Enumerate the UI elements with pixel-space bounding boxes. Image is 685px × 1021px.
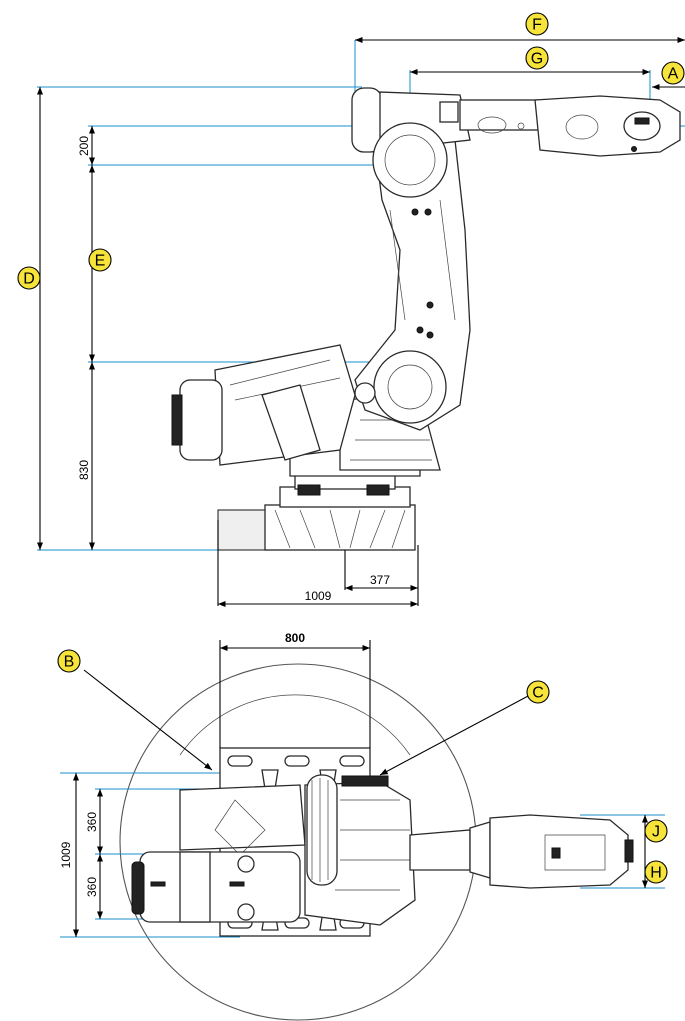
- side-view: 200 830 377 1009 F G A D E: [17, 12, 685, 608]
- dim-1009-top-label: 1009: [59, 841, 73, 868]
- arm-top: [409, 814, 634, 889]
- svg-text:D: D: [23, 271, 35, 288]
- dimension-lines-top: [72, 640, 649, 937]
- svg-text:G: G: [531, 51, 543, 68]
- motor-cylinder-top: [131, 851, 301, 923]
- svg-text:F: F: [532, 17, 542, 34]
- dim-830-label: 830: [77, 460, 91, 480]
- motor-housing-side: [171, 344, 376, 466]
- callout-b: B: [57, 649, 81, 673]
- top-view: 800 1009 360 360 B C J H: [57, 631, 668, 1021]
- lower-arm-side: [354, 139, 471, 431]
- svg-text:A: A: [668, 66, 679, 83]
- svg-text:J: J: [652, 824, 660, 841]
- svg-text:E: E: [95, 253, 106, 270]
- dim-1009-side-label: 1009: [305, 589, 332, 603]
- callout-e: E: [88, 248, 112, 272]
- callout-g: G: [525, 46, 549, 70]
- svg-text:H: H: [650, 865, 662, 882]
- robot-body-top: [179, 774, 416, 926]
- svg-text:C: C: [532, 685, 544, 702]
- svg-text:B: B: [64, 654, 75, 671]
- dim-200-label: 200: [77, 136, 91, 156]
- callout-f: F: [525, 12, 549, 36]
- callout-j: J: [644, 819, 668, 843]
- callout-c: C: [526, 680, 550, 704]
- dim-360-upper-label: 360: [85, 812, 99, 832]
- callout-a: A: [661, 61, 685, 85]
- dim-377-label: 377: [370, 573, 390, 587]
- callout-h: H: [644, 860, 668, 884]
- callout-d: D: [17, 266, 41, 290]
- dim-360-lower-label: 360: [85, 877, 99, 897]
- dim-800-label: 800: [285, 631, 305, 645]
- upper-arm-side: [351, 87, 681, 198]
